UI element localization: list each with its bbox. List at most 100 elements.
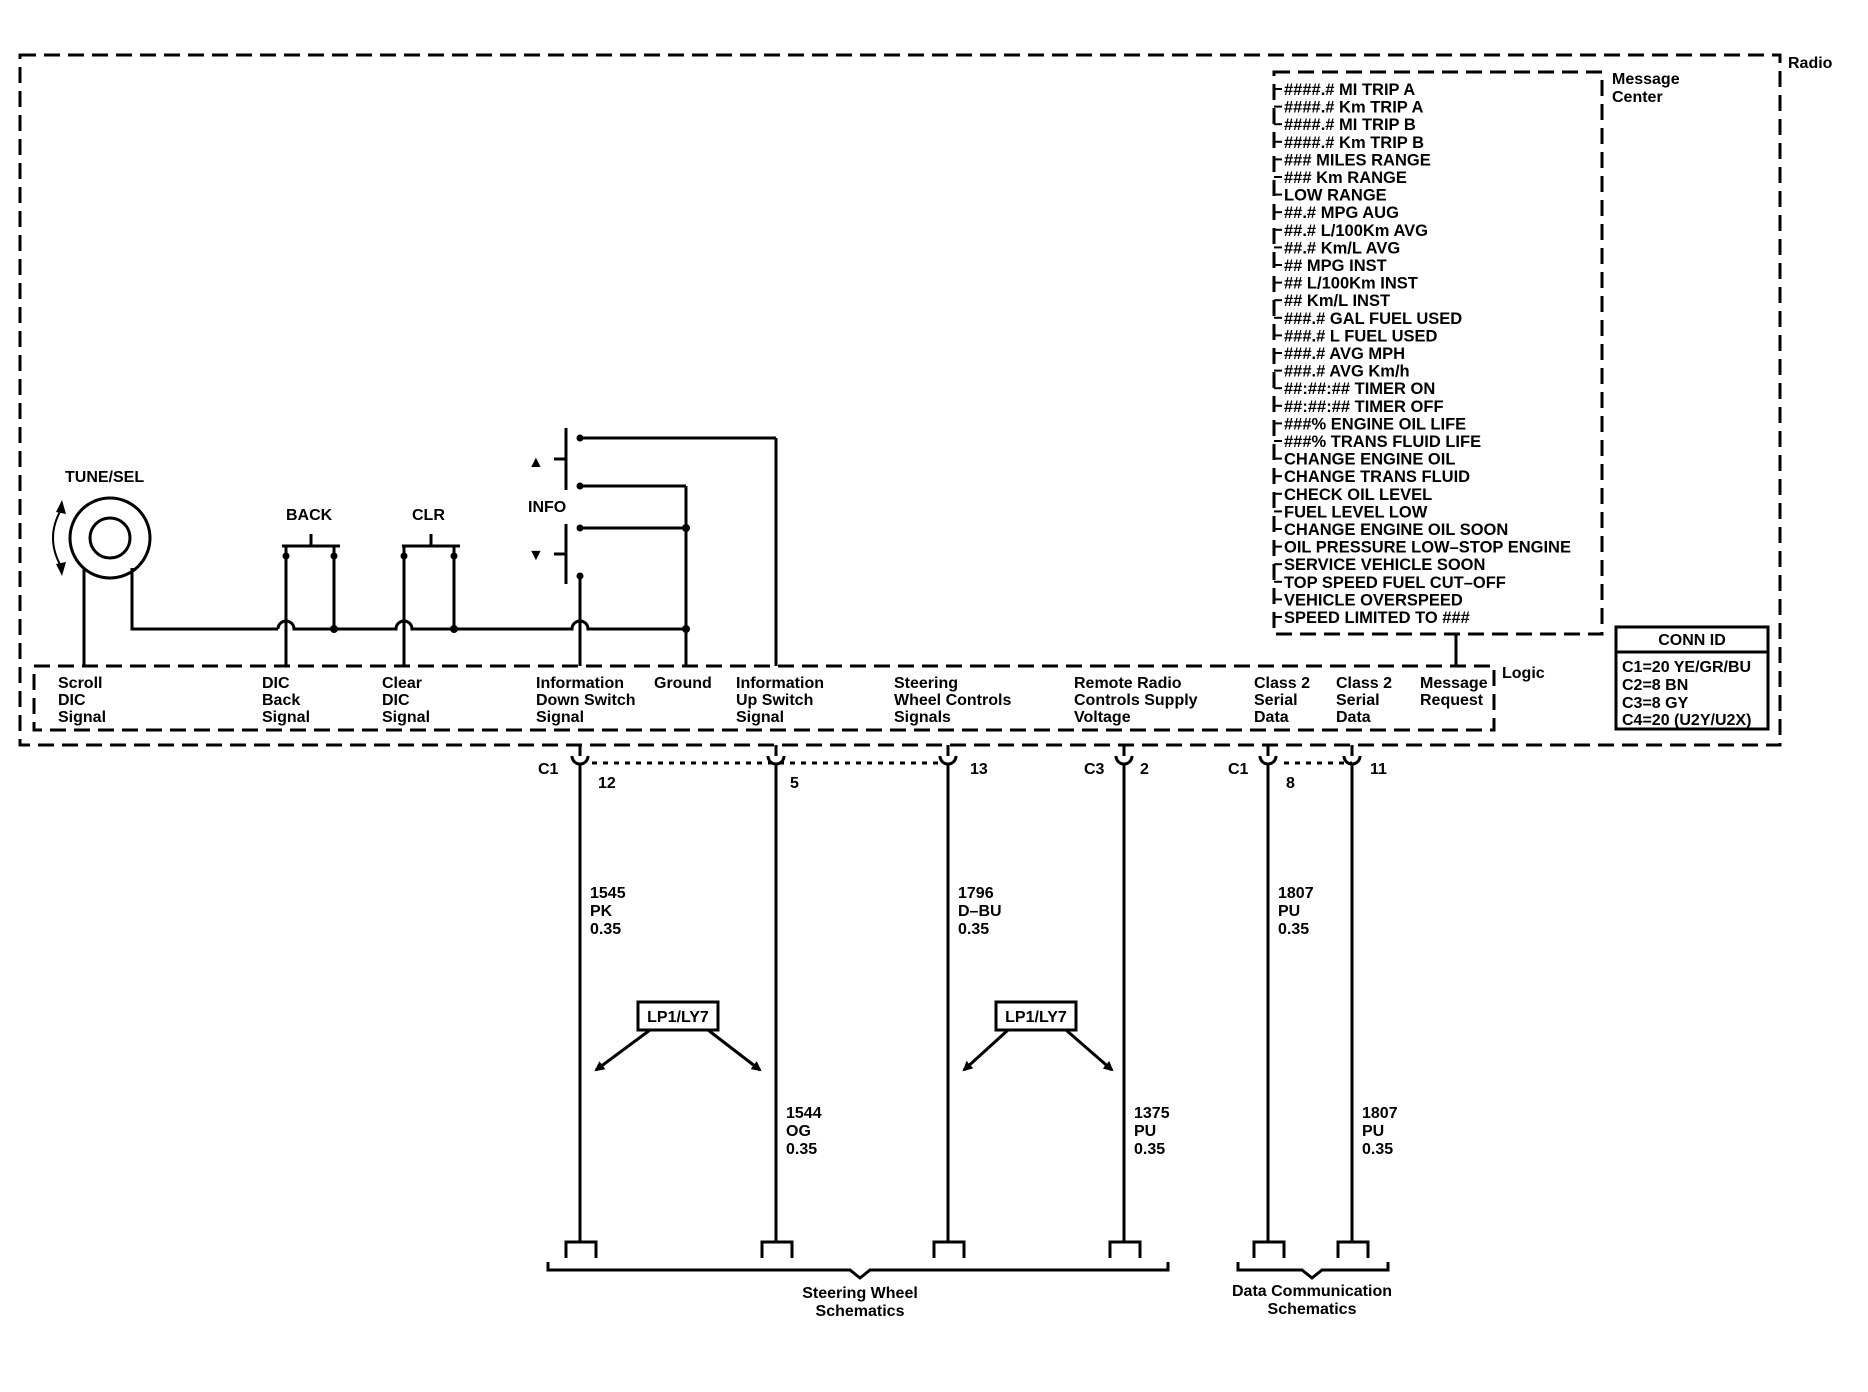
svg-text:Signal: Signal bbox=[58, 709, 106, 726]
svg-text:C1: C1 bbox=[1228, 761, 1249, 778]
message-center-item: ## Km/L INST bbox=[1284, 292, 1390, 310]
clr-switch: CLR bbox=[400, 507, 460, 633]
option-tag-left: LP1/LY7 bbox=[594, 1000, 762, 1072]
svg-text:LP1/LY7: LP1/LY7 bbox=[647, 1009, 709, 1026]
logic-signal-dic-back: DIC Back Signal bbox=[262, 675, 310, 726]
message-center-title-2: Center bbox=[1612, 89, 1663, 106]
message-center-item: ###% ENGINE OIL LIFE bbox=[1284, 415, 1466, 433]
svg-text:2: 2 bbox=[1140, 761, 1149, 778]
conn-id-row: C3=8 GY bbox=[1622, 695, 1689, 712]
svg-text:Signal: Signal bbox=[262, 709, 310, 726]
message-center-item: ##:##:## TIMER ON bbox=[1284, 380, 1435, 398]
connector-c1-right: C1 8 11 bbox=[1228, 761, 1387, 792]
logic-label: Logic bbox=[1502, 665, 1545, 682]
svg-text:Data Communication: Data Communication bbox=[1232, 1283, 1392, 1300]
svg-text:Down Switch: Down Switch bbox=[536, 692, 636, 709]
svg-text:Signal: Signal bbox=[736, 709, 784, 726]
tune-sel-label: TUNE/SEL bbox=[65, 469, 144, 486]
svg-text:LP1/LY7: LP1/LY7 bbox=[1005, 1009, 1067, 1026]
radio-label: Radio bbox=[1788, 55, 1833, 72]
connector-c3: C3 2 bbox=[1084, 761, 1149, 778]
message-center-item: ####.# MI TRIP B bbox=[1284, 116, 1416, 134]
message-center-title-1: Message bbox=[1612, 71, 1680, 88]
message-center-item: SERVICE VEHICLE SOON bbox=[1284, 556, 1485, 574]
harness-wires bbox=[570, 745, 1362, 1242]
svg-text:Ground: Ground bbox=[654, 675, 712, 692]
svg-text:Clear: Clear bbox=[382, 675, 422, 692]
message-center-item: ####.# Km TRIP B bbox=[1284, 134, 1424, 152]
logic-signal-clear-dic: Clear DIC Signal bbox=[382, 675, 430, 726]
logic-signal-ground: Ground bbox=[654, 675, 712, 692]
message-center-item: TOP SPEED FUEL CUT–OFF bbox=[1284, 574, 1506, 592]
conn-id-row: C1=20 YE/GR/BU bbox=[1622, 659, 1751, 676]
svg-text:Controls Supply: Controls Supply bbox=[1074, 692, 1198, 709]
svg-text:8: 8 bbox=[1286, 775, 1295, 792]
svg-text:Steering Wheel: Steering Wheel bbox=[802, 1285, 918, 1302]
svg-text:0.35: 0.35 bbox=[1362, 1141, 1393, 1158]
conn-id-row: C2=8 BN bbox=[1622, 677, 1688, 694]
svg-text:5: 5 bbox=[790, 775, 799, 792]
option-tag-right: LP1/LY7 bbox=[962, 1000, 1114, 1072]
message-center-item: CHANGE ENGINE OIL bbox=[1284, 451, 1455, 469]
radio-boundary bbox=[18, 53, 1782, 747]
wire-spec-1796: 1796 D–BU 0.35 bbox=[958, 885, 1002, 938]
message-center-item: ##.# Km/L AVG bbox=[1284, 239, 1400, 257]
svg-text:Request: Request bbox=[1420, 692, 1484, 709]
tune-sel-knob: TUNE/SEL bbox=[52, 469, 152, 580]
logic-signal-steering-wheel: Steering Wheel Controls Signals bbox=[894, 675, 1011, 726]
pin-5-wire bbox=[766, 755, 786, 1242]
message-center-item: ##:##:## TIMER OFF bbox=[1284, 398, 1444, 416]
info-label: INFO bbox=[528, 499, 566, 516]
message-center-item: OIL PRESSURE LOW–STOP ENGINE bbox=[1284, 539, 1571, 557]
pin-11-wire bbox=[1342, 755, 1362, 1242]
svg-text:1545: 1545 bbox=[590, 885, 626, 902]
svg-text:Message: Message bbox=[1420, 675, 1488, 692]
wire-spec-1545: 1545 PK 0.35 bbox=[590, 885, 626, 938]
svg-text:Signal: Signal bbox=[382, 709, 430, 726]
svg-text:1807: 1807 bbox=[1362, 1105, 1398, 1122]
conn-id-table: CONN ID C1=20 YE/GR/BU C2=8 BN C3=8 GY C… bbox=[1614, 625, 1770, 731]
svg-text:Information: Information bbox=[736, 675, 824, 692]
message-center-item: ####.# MI TRIP A bbox=[1284, 81, 1415, 99]
message-center-item: ### Km RANGE bbox=[1284, 169, 1407, 187]
svg-text:PU: PU bbox=[1278, 903, 1300, 920]
message-center-item: ## MPG INST bbox=[1284, 257, 1387, 275]
message-center-item: FUEL LEVEL LOW bbox=[1284, 503, 1428, 521]
svg-text:1796: 1796 bbox=[958, 885, 994, 902]
svg-text:12: 12 bbox=[598, 775, 616, 792]
message-center-item: VEHICLE OVERSPEED bbox=[1284, 591, 1463, 609]
svg-text:1544: 1544 bbox=[786, 1105, 822, 1122]
logic-signal-class2-b: Class 2 Serial Data bbox=[1336, 675, 1392, 726]
pin-2-wire bbox=[1114, 755, 1134, 1242]
svg-text:Voltage: Voltage bbox=[1074, 709, 1131, 726]
svg-text:Up Switch: Up Switch bbox=[736, 692, 813, 709]
svg-text:1807: 1807 bbox=[1278, 885, 1314, 902]
message-center-item: CHANGE ENGINE OIL SOON bbox=[1284, 521, 1508, 539]
svg-text:Remote Radio: Remote Radio bbox=[1074, 675, 1182, 692]
svg-text:OG: OG bbox=[786, 1123, 811, 1140]
info-down-arrow: ▼ bbox=[528, 547, 544, 564]
conn-id-title: CONN ID bbox=[1658, 632, 1726, 649]
message-center-item: ###.# GAL FUEL USED bbox=[1284, 310, 1462, 328]
svg-text:Class 2: Class 2 bbox=[1254, 675, 1310, 692]
svg-text:0.35: 0.35 bbox=[1134, 1141, 1165, 1158]
message-center-item: ### MILES RANGE bbox=[1284, 151, 1431, 169]
svg-text:D–BU: D–BU bbox=[958, 903, 1002, 920]
svg-text:13: 13 bbox=[970, 761, 988, 778]
message-center-item: ##.# MPG AUG bbox=[1284, 204, 1399, 222]
svg-text:PU: PU bbox=[1362, 1123, 1384, 1140]
pin-8-wire bbox=[1258, 755, 1278, 1242]
logic-signal-class2-a: Class 2 Serial Data bbox=[1254, 675, 1310, 726]
wire-spec-1807-b: 1807 PU 0.35 bbox=[1362, 1105, 1398, 1158]
svg-text:Class 2: Class 2 bbox=[1336, 675, 1392, 692]
bottom-connectors bbox=[564, 1240, 1370, 1258]
wire-spec-1807-a: 1807 PU 0.35 bbox=[1278, 885, 1314, 938]
svg-text:Data: Data bbox=[1336, 709, 1371, 726]
message-center-list: ####.# MI TRIP A####.# Km TRIP A####.# M… bbox=[1274, 81, 1571, 627]
svg-text:Scroll: Scroll bbox=[58, 675, 102, 692]
message-center-item: SPEED LIMITED TO ### bbox=[1284, 609, 1470, 627]
svg-text:0.35: 0.35 bbox=[590, 921, 621, 938]
common-switch-bus bbox=[130, 568, 278, 631]
svg-text:Data: Data bbox=[1254, 709, 1289, 726]
